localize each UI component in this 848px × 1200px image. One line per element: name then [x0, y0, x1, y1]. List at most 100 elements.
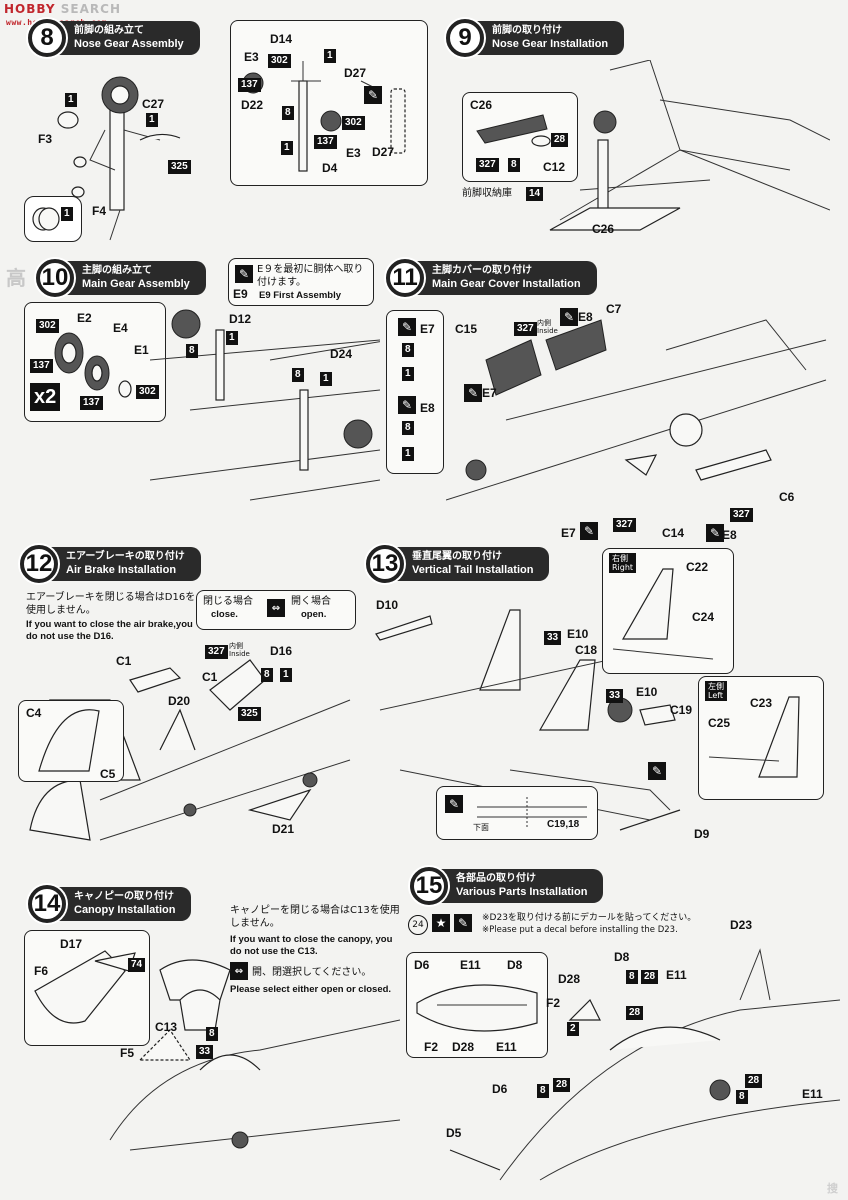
step-number: 10: [36, 259, 74, 297]
part-label: C12: [543, 160, 566, 174]
part-label: E3: [346, 146, 361, 160]
step-title-jp: 主脚の組み立て: [82, 265, 152, 276]
part-label: D21: [272, 822, 295, 836]
part-label: D8: [614, 950, 630, 964]
glue-icon: ✎: [398, 318, 416, 336]
part-chip: 33: [606, 689, 624, 703]
part-label: C25: [708, 716, 731, 730]
inside-note: 内側 Inside: [229, 642, 250, 658]
glue-icon: ✎: [364, 86, 382, 104]
part-chip: 302: [36, 319, 59, 333]
part-label: D6: [414, 958, 430, 972]
part-chip: 28: [745, 1074, 763, 1088]
e9-note-en: E9 First Assembly: [259, 290, 342, 301]
fuselage-nose-gear-drawing: [549, 60, 830, 231]
part-label: C19,18: [547, 819, 580, 830]
part-chip: 302: [342, 116, 365, 130]
open-close-arrow-icon: ⇔: [230, 962, 248, 980]
decal-number: 24: [408, 915, 428, 935]
glue-icon: ✎: [398, 396, 416, 414]
step-title-en: Nose Gear Installation: [492, 38, 609, 50]
left-tail-detail-box: 左側 Left: [698, 676, 824, 800]
step-title-jp: 前脚の組み立て: [74, 25, 144, 36]
part-label: F6: [34, 964, 49, 978]
step-title-en: Vertical Tail Installation: [412, 564, 534, 576]
part-label: C18: [575, 643, 598, 657]
vertical-tail-drawing: [375, 609, 700, 831]
main-gear-cover-drawing: [446, 319, 827, 501]
step-title-jp: 前脚の取り付け: [492, 25, 562, 36]
part-chip: 1: [324, 49, 336, 63]
e9-note-box: ✎ E９を最初に胴体へ取り付けます。 E9 E9 First Assembly: [228, 258, 374, 306]
step-title-en: Various Parts Installation: [456, 886, 588, 898]
part-chip: 325: [238, 707, 261, 721]
part-label: E3: [244, 50, 259, 64]
part-chip: 8: [508, 158, 520, 172]
part-chip: 327: [205, 645, 228, 659]
part-chip: 8: [186, 344, 198, 358]
step-title-jp: 垂直尾翼の取り付け: [412, 551, 502, 562]
canopy-note-jp: キャノピーを閉じる場合はC13を使用しません。: [230, 905, 400, 929]
step-title-jp: 各部品の取り付け: [456, 873, 536, 884]
canopy-detail-box: [24, 930, 150, 1046]
part-chip: 14: [526, 187, 544, 201]
part-chip: 1: [65, 93, 77, 107]
airbrake-note-en: If you want to close the air brake,you d…: [26, 619, 193, 642]
glue-icon: ✎: [648, 762, 666, 780]
step-title-en: Air Brake Installation: [66, 564, 177, 576]
decal-note-jp: ※D23を取り付ける前にデカールを貼ってください。: [482, 913, 697, 923]
canopy-note-en: If you want to close the canopy, you do …: [230, 934, 393, 957]
part-label: D17: [60, 937, 83, 951]
part-label: D8: [507, 958, 523, 972]
part-label: D22: [241, 98, 264, 112]
part-label: C13: [155, 1020, 178, 1034]
inside-note: 内側 Inside: [537, 319, 558, 335]
part-label: E11: [666, 968, 687, 982]
step-title-jp: キャノピーの取り付け: [74, 891, 174, 902]
part-chip: 302: [268, 54, 291, 68]
part-label: F2: [424, 1040, 439, 1054]
part-label: C14: [662, 526, 685, 540]
part-chip: 327: [514, 322, 537, 336]
part-label: C19: [670, 703, 693, 717]
part-label: E11: [802, 1087, 823, 1101]
part-chip: 8: [282, 106, 294, 120]
airbrake-note-jp: エアーブレーキを閉じる場合はD16を使用しません。: [26, 592, 196, 616]
part-label: D6: [492, 1082, 508, 1096]
part-label: E10: [567, 627, 589, 641]
part-label: E8: [578, 310, 593, 324]
glue-icon: ✎: [235, 265, 253, 283]
part-label: D12: [229, 312, 252, 326]
part-chip: 8: [736, 1090, 748, 1104]
part-chip: 327: [730, 508, 753, 522]
part-label: C15: [455, 322, 478, 336]
watermark-letters: 高: [6, 266, 26, 290]
nose-gear-drawing: [57, 76, 181, 241]
part-label: E11: [496, 1040, 517, 1054]
part-label: C1: [116, 654, 132, 668]
part-label: D5: [446, 1126, 462, 1140]
part-label: F2: [546, 996, 561, 1010]
part-label: E7: [561, 526, 576, 540]
glue-icon: ✎: [706, 524, 724, 542]
step-8-detail-box: [230, 20, 428, 186]
close-en: close.: [211, 609, 238, 620]
part-chip: 74: [128, 958, 146, 972]
part-chip: 28: [553, 1078, 571, 1092]
step-title-en: Canopy Installation: [74, 904, 176, 916]
part-chip: 1: [226, 331, 238, 345]
part-chip: 327: [476, 158, 499, 172]
part-chip: 28: [626, 1006, 644, 1020]
main-gear-drawing: [150, 309, 380, 501]
watermark-brand: HOBBY SEARCH: [4, 2, 121, 16]
part-chip: 33: [196, 1045, 214, 1059]
open-jp: 開く場合: [291, 596, 331, 607]
fuselage-nose-drawing: [449, 948, 840, 1181]
part-label: E7: [482, 386, 497, 400]
part-label: E11: [460, 958, 481, 972]
part-label: D23: [730, 918, 753, 932]
part-chip: 8: [402, 343, 414, 357]
part-chip: 1: [146, 113, 158, 127]
